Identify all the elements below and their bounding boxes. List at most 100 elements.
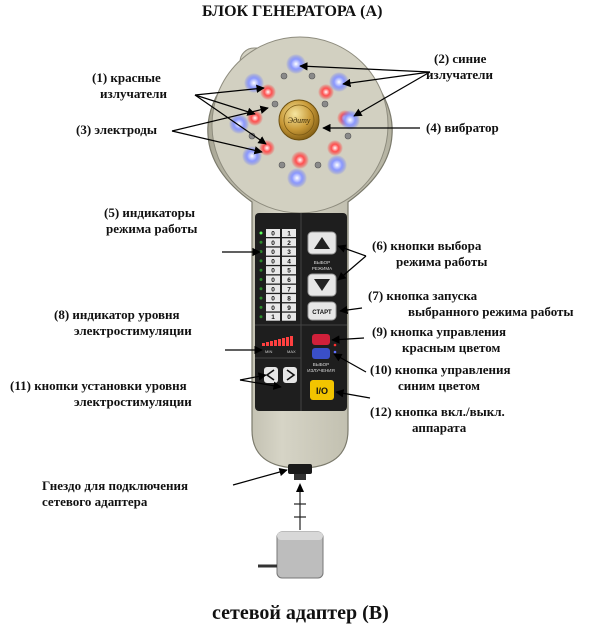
mode-digit: 5 <box>287 268 291 275</box>
mode-digit: 3 <box>287 249 291 256</box>
arrow-up-icon <box>314 237 330 249</box>
mode-digit-box <box>266 247 280 256</box>
red-led <box>318 84 334 100</box>
emission-label-2: ИЗЛУЧЕНИЯ <box>307 368 334 373</box>
stim-min-label: MIN <box>265 349 272 354</box>
label-blue-button-2: синим цветом <box>398 378 480 393</box>
label-stim-indicator-2: электростимуляции <box>74 323 192 338</box>
mode-digit: 1 <box>271 314 275 321</box>
mode-down-button[interactable] <box>307 273 337 297</box>
blue-led <box>327 155 347 175</box>
mode-led <box>259 231 263 235</box>
mode-digit: 0 <box>271 305 275 312</box>
mode-digit-box <box>282 294 296 303</box>
stim-increase-button[interactable] <box>283 367 297 383</box>
mode-led <box>259 315 263 319</box>
adapter-socket <box>288 464 312 480</box>
mode-digit-box <box>282 266 296 275</box>
mode-led <box>259 268 263 272</box>
mode-digit: 9 <box>287 305 291 312</box>
mode-digit-box <box>282 247 296 256</box>
mode-digit: 7 <box>287 286 291 293</box>
mode-digit: 0 <box>271 268 275 275</box>
label-socket-2: сетевого адаптера <box>42 494 148 509</box>
chevron-left-icon <box>265 369 275 381</box>
emission-label-1: ВЫБОР <box>313 362 329 367</box>
mode-digit: 0 <box>271 258 275 265</box>
mode-digit-box <box>282 312 296 321</box>
mode-digit-box <box>266 275 280 284</box>
vibrator: Эдиту <box>278 99 320 141</box>
start-button[interactable]: СТАРТ <box>307 301 337 321</box>
mode-led <box>259 259 263 263</box>
label-power-button-1: (12) кнопка вкл./выкл. <box>370 404 505 419</box>
mode-digit: 0 <box>271 249 275 256</box>
emblem-text: Эдиту <box>288 116 311 125</box>
label-red-button-1: (9) кнопка управления <box>372 324 507 339</box>
power-symbol: I/O <box>316 386 328 396</box>
red-color-button[interactable] <box>312 334 330 345</box>
label-socket-1: Гнездо для подключения <box>42 478 189 493</box>
label-power-button-2: аппарата <box>412 420 467 435</box>
mode-digit-box <box>282 229 296 237</box>
mode-digit: 0 <box>271 231 275 238</box>
red-led <box>291 151 309 169</box>
blue-led <box>242 146 262 166</box>
label-mode-buttons-2: режима работы <box>396 254 488 269</box>
blue-led <box>340 110 360 130</box>
mode-digit-box <box>282 238 296 247</box>
mode-digit: 4 <box>287 258 291 265</box>
diagram-title: БЛОК ГЕНЕРАТОРА (А) <box>202 3 383 20</box>
mode-digit: 0 <box>271 277 275 284</box>
label-start-button-2: выбранного режима работы <box>408 304 574 319</box>
mode-digit: 2 <box>287 240 291 247</box>
network-adapter <box>258 531 324 579</box>
mode-digit: 0 <box>287 314 291 321</box>
mode-digit-box <box>266 256 280 265</box>
blue-indicator-dot <box>333 350 337 354</box>
mode-select-label-2: РЕЖИМА <box>312 266 332 271</box>
arrow-down-icon <box>314 279 330 291</box>
blue-color-button[interactable] <box>312 348 330 359</box>
arrow-up-icon <box>296 483 304 492</box>
red-indicator-dot <box>333 343 337 347</box>
mode-digit: 1 <box>287 231 291 238</box>
label-stim-indicator-1: (8) индикатор уровня <box>54 307 180 322</box>
mode-digit: 8 <box>287 296 291 303</box>
adapter-cable <box>294 483 306 530</box>
mode-digit-box <box>266 229 280 237</box>
label-stim-buttons-2: электростимуляции <box>74 394 192 409</box>
mode-up-button[interactable] <box>307 231 337 255</box>
label-vibrator: (4) вибратор <box>426 120 499 135</box>
mode-digit-box <box>266 266 280 275</box>
power-button[interactable]: I/O <box>310 380 334 400</box>
start-label: СТАРТ <box>312 310 332 316</box>
mode-led <box>259 296 263 300</box>
callout-arrows <box>171 62 431 486</box>
mode-digit: 6 <box>287 277 291 284</box>
label-mode-indicators-1: (5) индикаторы <box>104 205 196 220</box>
blue-led <box>286 54 306 74</box>
red-led <box>327 140 343 156</box>
label-mode-indicators-2: режима работы <box>106 221 198 236</box>
stim-level-indicator <box>262 336 293 346</box>
label-electrodes: (3) электроды <box>76 122 157 137</box>
label-red-button-2: красным цветом <box>402 340 501 355</box>
mode-led <box>259 287 263 291</box>
mode-select-label-1: ВЫБОР <box>314 260 330 265</box>
stim-decrease-button[interactable] <box>264 367 278 383</box>
mode-digit-box <box>266 312 280 321</box>
mode-led <box>259 278 263 281</box>
label-blue-emitters-1: (2) синие <box>434 51 487 66</box>
mode-digit-box <box>282 275 296 284</box>
mode-digit: 0 <box>271 296 275 303</box>
